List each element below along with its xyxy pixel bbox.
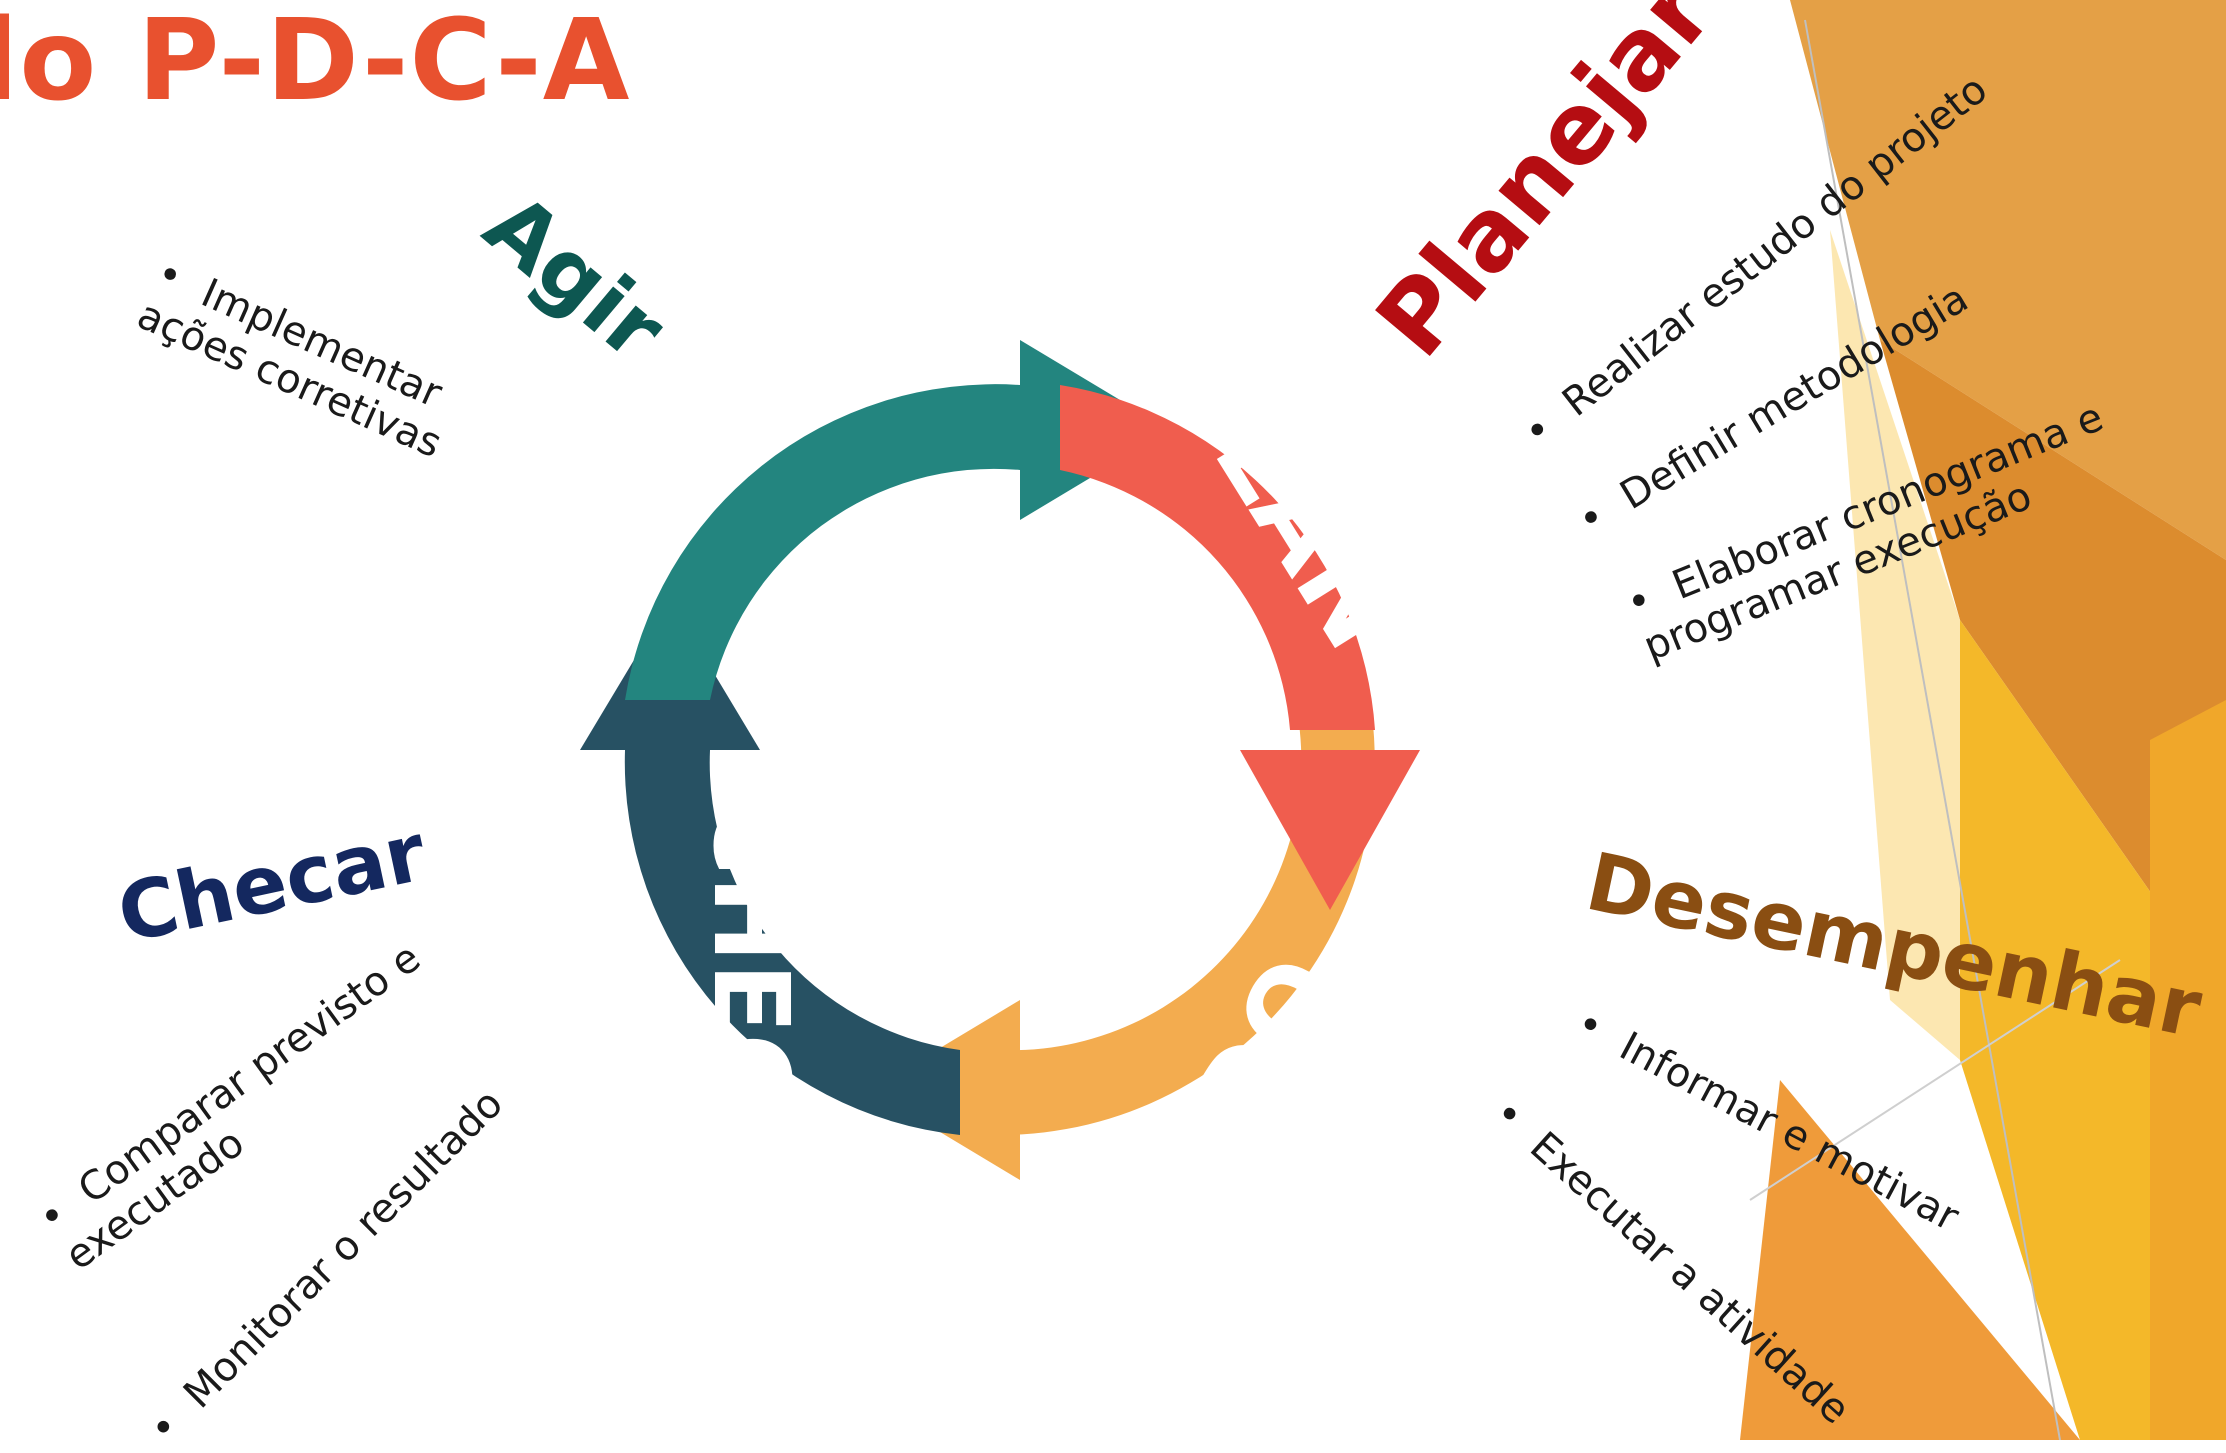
check-arc bbox=[624, 750, 960, 1135]
do-label: DO bbox=[1169, 937, 1368, 1157]
check-label: CHECK bbox=[690, 799, 812, 1194]
bullet-dot: • bbox=[140, 1403, 190, 1453]
slide-title: lo P-D-C-A bbox=[0, 0, 631, 126]
decor-line-2 bbox=[1749, 959, 2121, 1201]
act-arc bbox=[625, 384, 1020, 700]
plan-arrowhead bbox=[1240, 750, 1420, 910]
facet-pale-yellow bbox=[1830, 230, 1960, 1060]
facet-amber-right bbox=[2150, 700, 2226, 1440]
decor-line-1 bbox=[1804, 19, 2061, 1440]
facet-orange-bottom bbox=[1740, 1080, 2080, 1440]
facet-orange-top bbox=[1790, 0, 2226, 560]
facet-orange-mid bbox=[1880, 340, 2226, 1000]
plan-arc bbox=[1060, 385, 1375, 730]
